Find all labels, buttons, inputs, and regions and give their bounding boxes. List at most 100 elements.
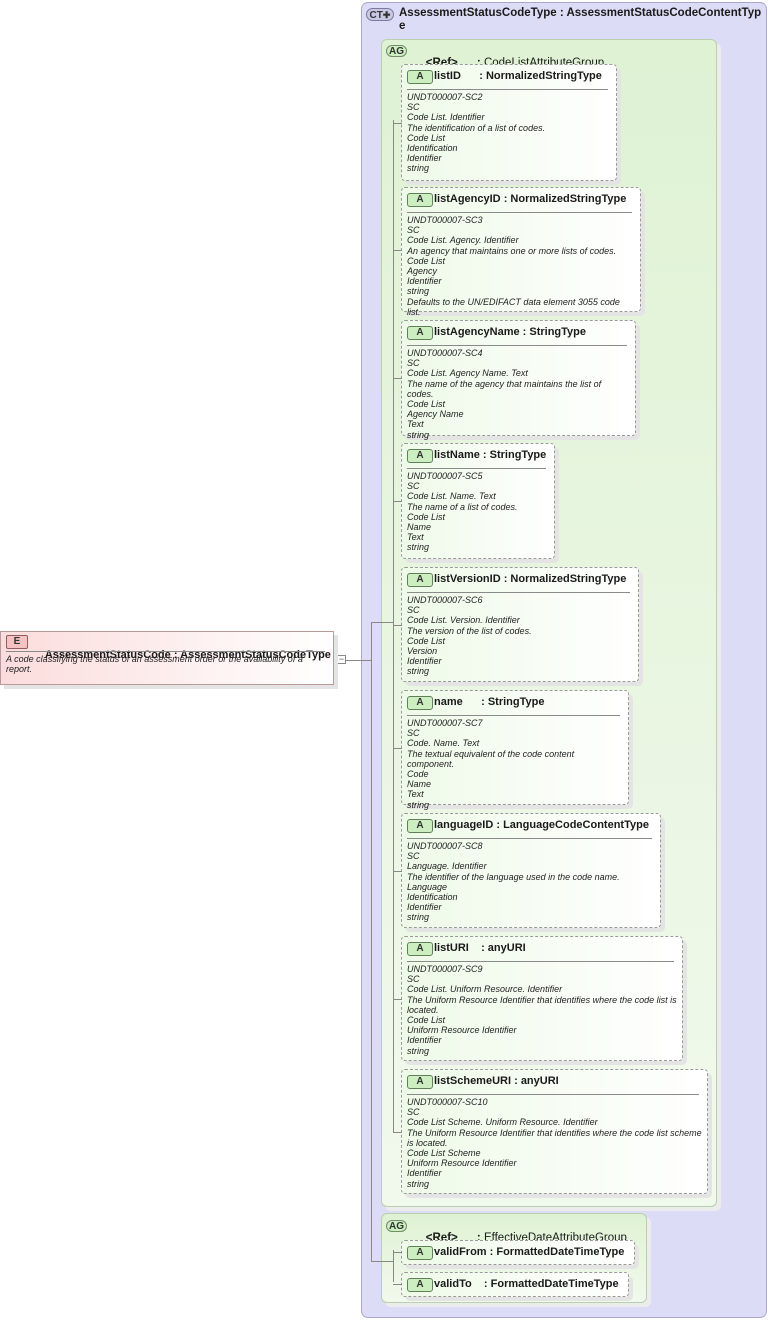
type-separator: : [493, 819, 504, 831]
attribute-doc-line: string [407, 286, 430, 297]
attribute-badge: A [407, 326, 433, 340]
attribute-divider [407, 592, 630, 593]
connector-line [393, 501, 402, 502]
attribute-divider [407, 1094, 699, 1095]
attribute-badge: A [407, 193, 433, 207]
attribute-doc-line: Code List. Uniform Resource. Identifier [407, 984, 563, 995]
attribute-doc-line: Identification [407, 143, 458, 154]
attribute-divider [407, 838, 652, 839]
expand-icon: ✚ [382, 10, 391, 20]
ag-separator: : [457, 57, 484, 69]
attribute-title: validTo : FormattedDateTimeType [434, 1277, 619, 1291]
attribute-doc-line: string [407, 1178, 430, 1189]
attribute-doc-line: string [407, 163, 430, 174]
type-separator: : [462, 696, 488, 708]
attribute-doc-line: The identification of a list of codes. [407, 122, 546, 133]
attribute-name: listID [434, 70, 461, 82]
attribute-doc-line: string [407, 429, 430, 440]
attribute-type: FormattedDateTimeType [490, 1278, 619, 1290]
attribute-doc-line: string [407, 666, 430, 677]
type-separator: : [500, 193, 511, 205]
connector-line [393, 1250, 394, 1282]
collapse-icon[interactable]: − [337, 654, 346, 664]
complex-type-badge: CT✚ [366, 8, 394, 21]
attribute-title: name : StringType [434, 695, 544, 709]
attribute-name: validFrom [434, 1246, 487, 1258]
attribute-divider [407, 961, 674, 962]
attribute-name: listURI [434, 942, 469, 954]
attribute-title: listAgencyName : StringType [434, 325, 586, 339]
connector-line [393, 748, 402, 749]
attribute-badge: A [407, 1246, 433, 1260]
complex-type-badge-label: CT [369, 10, 383, 21]
complex-type-name: AssessmentStatusCodeType [399, 7, 557, 19]
attribute-doc-line: Code List. Agency Name. Text [407, 368, 528, 379]
connector-line [393, 625, 402, 626]
attribute-doc-line: Uniform Resource Identifier [407, 1025, 517, 1036]
attribute-doc-line: Language [407, 881, 448, 892]
type-separator: : [468, 942, 488, 954]
attribute-doc-line: Text [407, 419, 424, 430]
attribute-doc-line: Identifier [407, 1168, 442, 1179]
attribute-name: listVersionID [434, 573, 501, 585]
connector-line [393, 1284, 402, 1285]
attribute-doc-line: Code [407, 769, 429, 780]
attribute-doc-line: UNDT000007-SC9 [407, 964, 483, 974]
attribute-doc-line: Identifier [407, 656, 442, 667]
attribute-doc-line: The Uniform Resource Identifier that ide… [407, 1127, 702, 1148]
attribute-name: listAgencyID [434, 193, 501, 205]
attribute-doc-line: string [407, 799, 430, 810]
attribute-divider [407, 345, 627, 346]
attribute-doc-line: Code List [407, 1015, 446, 1026]
attribute-title: listName : StringType [434, 448, 546, 462]
attribute-doc-line: Code. Name. Text [407, 738, 480, 749]
attribute-doc-line: Code List. Identifier [407, 112, 485, 123]
attribute-doc-line: UNDT000007-SC4 [407, 348, 483, 358]
attribute-group-badge: AG [386, 1220, 407, 1232]
type-separator: : [460, 70, 486, 82]
complex-type-title: AssessmentStatusCodeType : AssessmentSta… [399, 7, 765, 33]
attribute-name: languageID [434, 819, 494, 831]
type-separator: : [511, 1075, 521, 1087]
attribute-doc-line: Defaults to the UN/EDIFACT data element … [407, 296, 620, 317]
attribute-doc-line: SC [407, 605, 420, 616]
attribute-doc-line: Code List Scheme. Uniform Resource. Iden… [407, 1117, 598, 1128]
attribute-badge: A [407, 70, 433, 84]
attribute-doc-line: UNDT000007-SC7 [407, 718, 483, 728]
attribute-doc-line: Code List [407, 399, 446, 410]
attribute-name: name [434, 696, 463, 708]
attribute-name: listName [434, 449, 480, 461]
attribute-doc-line: Code List. Agency. Identifier [407, 235, 519, 246]
attribute-badge: A [407, 1278, 433, 1292]
attribute-type: NormalizedStringType [510, 573, 627, 585]
attribute-doc-line: Code List. Name. Text [407, 491, 496, 502]
complex-type-type: AssessmentStatusCodeContentType [399, 7, 762, 32]
connector-line [393, 250, 402, 251]
attribute-type: NormalizedStringType [485, 70, 602, 82]
attribute-title: listID : NormalizedStringType [434, 69, 602, 83]
attribute-doc-line: Uniform Resource Identifier [407, 1158, 517, 1169]
attribute-doc-line: The name of a list of codes. [407, 501, 518, 512]
attribute-doc-line: string [407, 542, 430, 553]
attribute-type: anyURI [520, 1075, 559, 1087]
attribute-doc-line: SC [407, 481, 420, 492]
attribute-type: anyURI [487, 942, 526, 954]
element-box: E AssessmentStatusCode : AssessmentStatu… [0, 631, 334, 685]
type-separator: : [559, 7, 567, 19]
attribute-title: validFrom : FormattedDateTimeType [434, 1245, 624, 1259]
attribute-doc-line: Name [407, 779, 432, 790]
attribute-name: listSchemeURI [434, 1075, 512, 1087]
attribute-doc-line: Agency [407, 266, 438, 277]
connector-line [393, 120, 394, 1132]
attribute-doc-line: An agency that maintains one or more lis… [407, 245, 617, 256]
